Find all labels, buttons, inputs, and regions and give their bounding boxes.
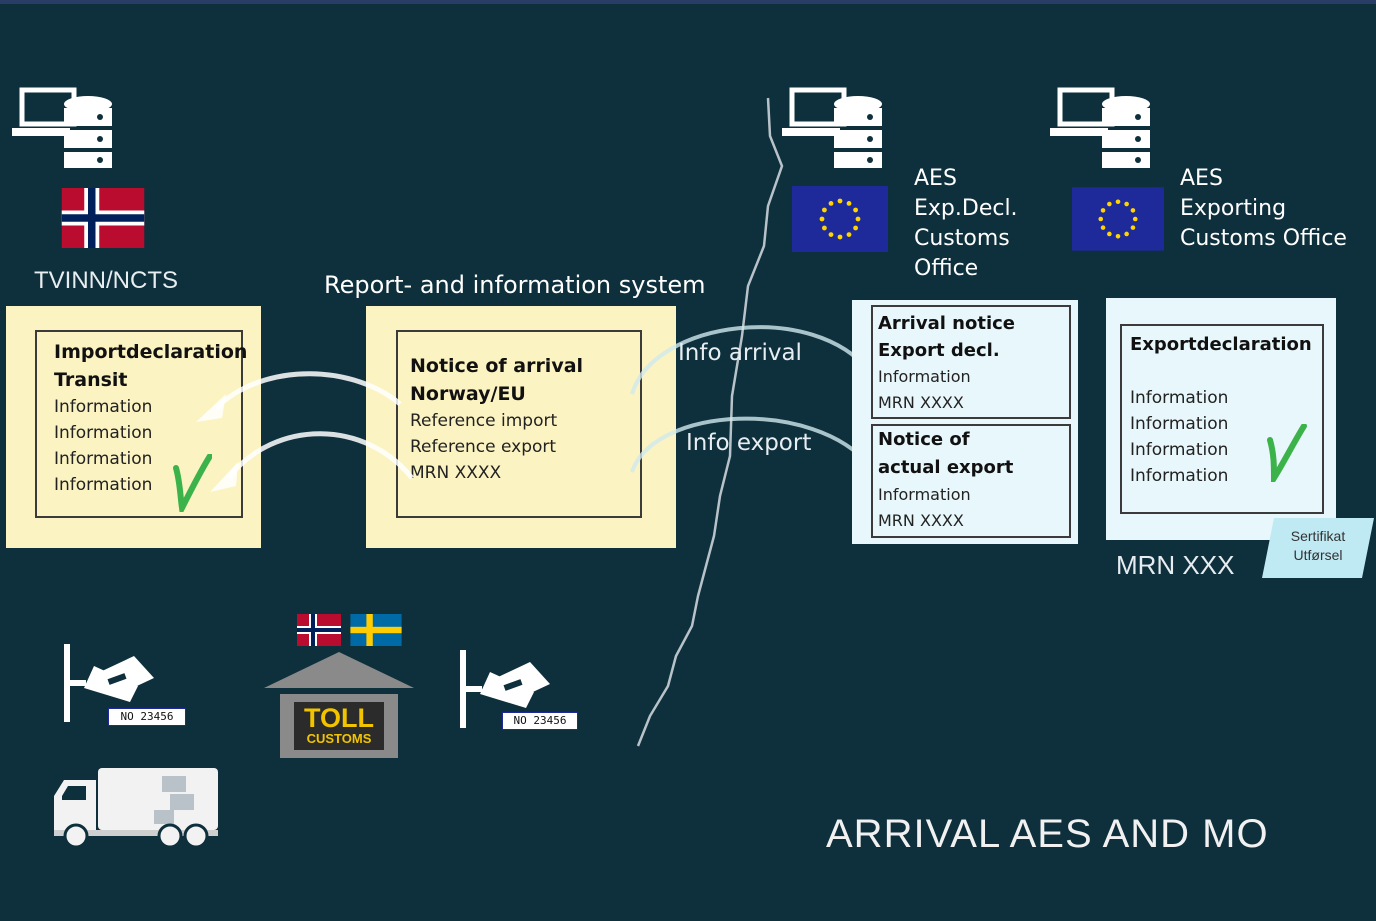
aes-exp-panel: [852, 300, 1078, 544]
camera-icon: [64, 644, 154, 722]
card-title-line: Notice of arrival: [410, 355, 584, 377]
card-title-line: Norway/EU: [410, 383, 526, 405]
border-line: [636, 97, 784, 747]
card-info-line: MRN XXXX: [410, 463, 502, 483]
aes-exp-label-line: Customs: [914, 226, 1010, 251]
aes-exp-label-line: AES: [914, 166, 957, 191]
server-icon: [782, 87, 882, 168]
arrow-icon: [630, 325, 878, 478]
aes-office-panel: [1106, 298, 1336, 540]
certificate-line: Utførsel: [1293, 547, 1343, 563]
tvinn-ncts-label: TVINN/NCTS: [34, 267, 178, 294]
aes-office-label-line: AES: [1180, 166, 1223, 191]
eu-flag-icon: [792, 186, 888, 252]
card-title-line: actual export: [878, 457, 1014, 478]
certificate-line: Sertifikat: [1290, 528, 1346, 544]
checkmark-icon: [1267, 424, 1307, 482]
card-title-line: Notice of: [878, 429, 970, 450]
card-info-line: Information: [54, 423, 153, 443]
report-system-label: Report- and information system: [324, 271, 706, 299]
eu-flag-icon: [1072, 187, 1164, 251]
page-title: ARRIVAL AES AND MO: [826, 812, 1269, 856]
card-title: Exportdeclaration: [1130, 334, 1312, 355]
card-info-line: Information: [1130, 440, 1229, 460]
card-info-line: Information: [54, 397, 153, 417]
card-title-line: Transit: [54, 369, 128, 391]
certificate-tag: Sertifikat Utførsel: [1262, 518, 1374, 578]
card-info-line: Reference import: [410, 411, 558, 431]
aes-office-label: AES Exporting Customs Office: [1180, 164, 1347, 254]
license-plate: NO 23456: [108, 708, 186, 726]
camera-icon: [460, 650, 550, 728]
actual-export-card: Notice of actual export Information MRN …: [871, 424, 1071, 538]
card-info-line: Information: [1130, 466, 1229, 486]
aes-exp-label-line: Exp.Decl.: [914, 196, 1018, 221]
server-icon: [1050, 87, 1150, 168]
card-title-line: Arrival notice: [878, 313, 1016, 334]
report-panel: [366, 306, 676, 548]
import-declaration-card: Importdeclaration Transit Information In…: [35, 330, 248, 518]
toll-sign-subtitle: CUSTOMS: [306, 731, 372, 746]
norway-flag-icon: [61, 188, 145, 248]
certificate-shape: [1262, 518, 1374, 578]
card-info-line: Information: [54, 449, 153, 469]
mrn-label: MRN XXX: [1116, 550, 1235, 580]
toll-sign: TOLL CUSTOMS: [294, 704, 384, 746]
card-info-line: Information: [54, 475, 153, 495]
card-title-line: Export decl.: [878, 340, 1000, 361]
license-plate: NO 23456: [502, 712, 578, 730]
card-title-line: Importdeclaration: [54, 341, 248, 363]
sweden-flag-icon: [350, 614, 402, 646]
customs-house-icon: [264, 652, 414, 758]
card-info-line: Information: [878, 485, 971, 504]
arrival-notice-card: Arrival notice Export decl. Information …: [871, 305, 1071, 419]
aes-office-label-line: Exporting: [1180, 196, 1287, 221]
top-bar: [0, 0, 1376, 4]
tvinn-panel: [6, 306, 261, 548]
norway-flag-icon: [297, 614, 341, 646]
aes-exp-label-line: Office: [914, 256, 979, 281]
arrow-icon: [196, 371, 414, 492]
card-info-line: MRN XXXX: [878, 393, 964, 412]
info-export-label: Info export: [686, 430, 812, 456]
card-info-line: MRN XXXX: [878, 511, 964, 530]
server-icon: [12, 87, 112, 168]
info-arrival-label: Info arrival: [678, 340, 802, 366]
toll-sign-title: TOLL: [304, 703, 374, 733]
aes-exp-label: AES Exp.Decl. Customs Office: [914, 164, 1018, 284]
export-declaration-card: Exportdeclaration Information Informatio…: [1120, 324, 1324, 514]
checkmark-icon: [173, 454, 212, 512]
notice-of-arrival-card: Notice of arrival Norway/EU Reference im…: [396, 330, 642, 518]
card-info-line: Information: [878, 367, 971, 386]
card-info-line: Information: [1130, 414, 1229, 434]
card-info-line: Reference export: [410, 437, 557, 457]
card-info-line: Information: [1130, 388, 1229, 408]
aes-office-label-line: Customs Office: [1180, 226, 1347, 251]
truck-icon: [54, 768, 218, 849]
certificate-text: Sertifikat Utførsel: [1262, 527, 1374, 565]
